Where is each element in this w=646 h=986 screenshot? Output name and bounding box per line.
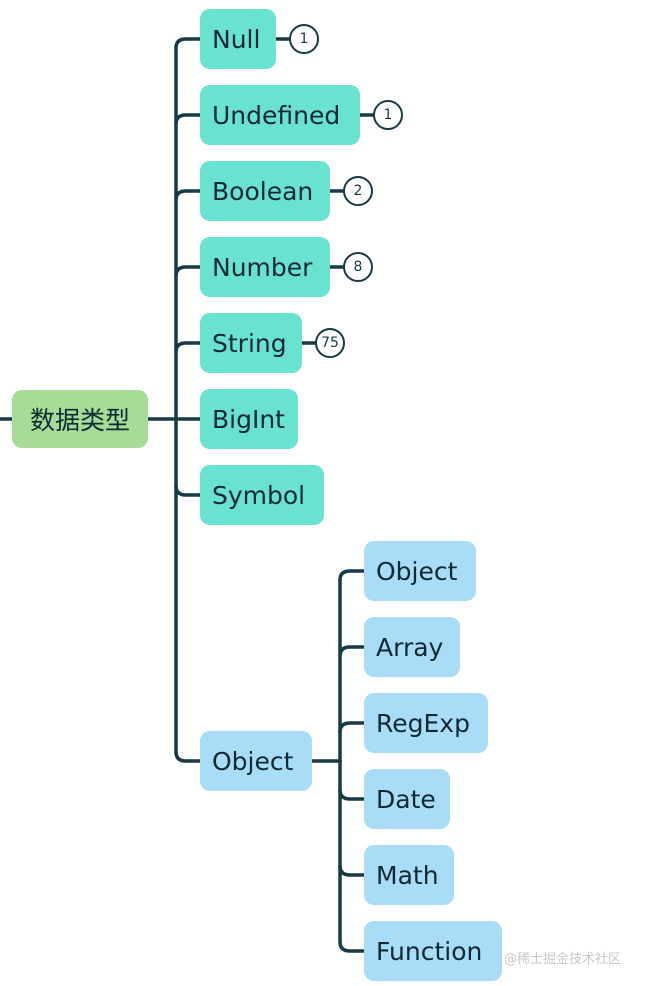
watermark: @稀土掘金技术社区 — [504, 952, 622, 967]
count-badge-string: 75 — [315, 328, 345, 358]
branch-obj-object — [338, 569, 366, 582]
branch-string — [174, 341, 202, 354]
node-object[interactable]: Object — [200, 731, 312, 791]
node-object-child-array[interactable]: Array — [364, 617, 460, 677]
count-badge-boolean: 2 — [343, 176, 373, 206]
node-bigint[interactable]: BigInt — [200, 389, 298, 449]
node-symbol[interactable]: Symbol — [200, 465, 324, 525]
node-number[interactable]: Number — [200, 237, 330, 297]
count-badge-number: 8 — [343, 252, 373, 282]
branch-null — [174, 37, 202, 50]
branch-undefined — [174, 113, 202, 126]
node-string[interactable]: String — [200, 313, 302, 373]
branch-obj-array — [338, 645, 366, 658]
node-object-child-math[interactable]: Math — [364, 845, 454, 905]
count-badge-undefined: 1 — [373, 100, 403, 130]
branch-object — [174, 750, 202, 763]
node-undefined[interactable]: Undefined — [200, 85, 360, 145]
branch-number — [174, 265, 202, 278]
node-boolean[interactable]: Boolean — [200, 161, 330, 221]
branch-boolean — [174, 189, 202, 202]
node-object-child-date[interactable]: Date — [364, 769, 450, 829]
root-node[interactable]: 数据类型 — [12, 390, 148, 448]
node-object-child-regexp[interactable]: RegExp — [364, 693, 488, 753]
branch-obj-regexp — [338, 721, 366, 734]
branch-obj-math — [338, 864, 366, 877]
branch-symbol — [174, 484, 202, 497]
count-badge-null: 1 — [289, 24, 319, 54]
branch-obj-date — [338, 788, 366, 801]
node-object-child-function[interactable]: Function — [364, 921, 502, 981]
branch-obj-function — [338, 940, 366, 953]
node-null[interactable]: Null — [200, 9, 276, 69]
node-object-child-object[interactable]: Object — [364, 541, 476, 601]
